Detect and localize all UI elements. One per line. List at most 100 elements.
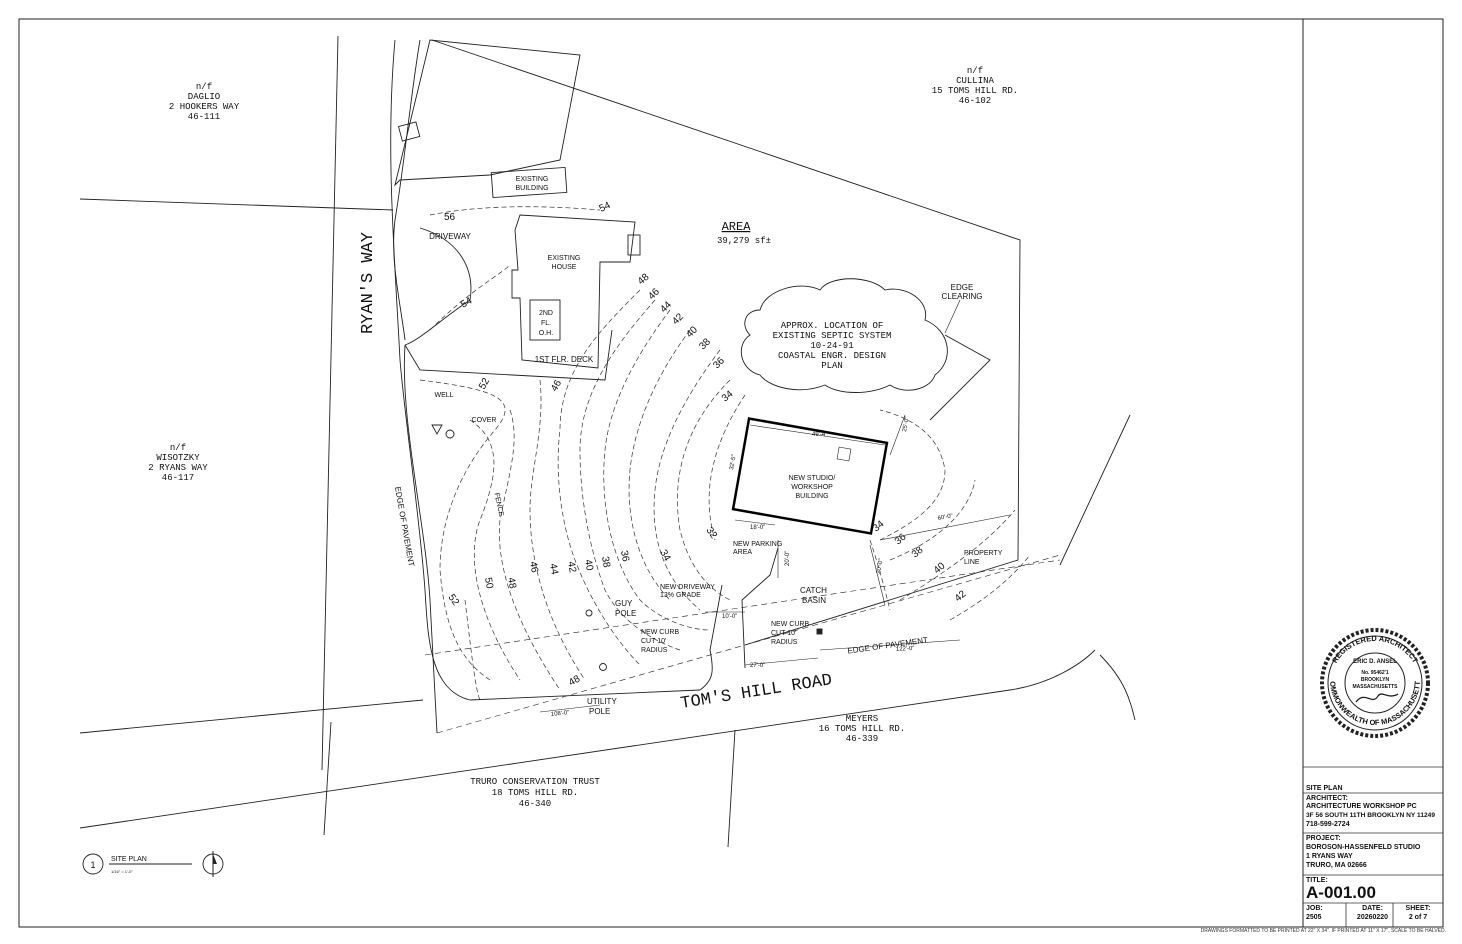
daglio-nf: n/f: [196, 82, 212, 92]
area-value: 39,279 sf±: [717, 236, 771, 246]
cullina-address: 15 TOMS HILL RD.: [932, 86, 1018, 96]
property-line-1: PROPERTY: [964, 550, 1003, 557]
architect-phone: 718-599-2724: [1306, 821, 1350, 828]
edge-clearing-line-1: EDGE: [951, 283, 974, 292]
wisotzky-nf: n/f: [170, 443, 186, 453]
contour-label: 40: [684, 324, 700, 340]
job-label: JOB:: [1306, 905, 1323, 912]
new-studio-line-1: NEW STUDIO/: [789, 475, 836, 482]
new-parking-line-2: AREA: [733, 549, 752, 556]
title-label: TITLE:: [1306, 877, 1328, 884]
septic-line-2: EXISTING SEPTIC SYSTEM: [773, 331, 892, 341]
architect-address: 3F 56 SOUTH 11TH BROOKLYN NY 11249: [1306, 812, 1435, 819]
existing-structures: [394, 39, 641, 381]
septic-cloud: [740, 278, 948, 393]
daglio-parcel: 46-111: [188, 112, 220, 122]
contour-label: 42: [565, 561, 578, 574]
contour-label: 48: [567, 673, 583, 688]
cover-label: COVER: [472, 417, 497, 424]
drawing-scale: 1/16" = 1'-0": [111, 869, 133, 874]
contour-label: 44: [547, 563, 560, 576]
dim-parking-depth: 20'-0": [785, 551, 791, 566]
dimension-labels: 49'-4" 32'-5" 25'-0" 60'-0" 20'-0" 18'-0…: [551, 416, 954, 718]
toms-hill-road-label: TOM'S HILL ROAD: [679, 671, 833, 714]
dim-studio-depth: 32'-5": [729, 454, 738, 470]
sheet-label: SHEET:: [1405, 905, 1431, 912]
sheet-number: A-001.00: [1306, 883, 1376, 902]
contour-label: 46: [646, 286, 662, 302]
dim-studio-width: 49'-4": [812, 432, 827, 438]
drawing-name: SITE PLAN: [111, 856, 147, 863]
truro-parcel: 46-340: [519, 799, 551, 809]
contour-label: 42: [670, 311, 686, 327]
septic-label: APPROX. LOCATION OF EXISTING SEPTIC SYST…: [773, 321, 892, 371]
catch-basin-line-2: BASIN: [802, 596, 826, 605]
drawing-title: 1 SITE PLAN 1/16" = 1'-0": [82, 851, 224, 877]
truro-name: TRURO CONSERVATION TRUST: [470, 777, 600, 787]
wisotzky-name: WISOTZKY: [156, 453, 200, 463]
date-label: DATE:: [1362, 905, 1383, 912]
well-cover-icon: [445, 429, 455, 439]
deck-label: 1ST FLR. DECK: [535, 355, 594, 364]
annotation-labels: NEW PARKING AREA NEW DRIVEWAY 13% GRADE …: [587, 541, 1003, 716]
second-floor-label-3: O.H.: [539, 330, 553, 337]
septic-line-3: 10-24-91: [810, 341, 853, 351]
stamp-state: MASSACHUSETTS: [1352, 684, 1398, 690]
drawing-number: 1: [90, 860, 95, 870]
contour-label: 48: [505, 577, 518, 590]
existing-building-label-2: BUILDING: [515, 185, 548, 192]
second-floor-label-2: FL.: [541, 320, 551, 327]
contour-label: 54: [598, 200, 613, 215]
edge-pavement-right-label: EDGE OF PAVEMENT: [847, 635, 929, 655]
meyers-name: MEYERS: [846, 714, 878, 724]
north-arrow-icon: [202, 851, 224, 877]
curb-left-line-1: NEW CURB: [641, 629, 679, 636]
new-studio-line-2: WORKSHOP: [791, 484, 833, 491]
contour-label: 50: [482, 577, 495, 590]
parcel-lines: [79, 35, 1136, 848]
new-studio-label: NEW STUDIO/ WORKSHOP BUILDING: [789, 475, 836, 500]
contour-label: 48: [636, 271, 652, 287]
edge-clearing-leader: [944, 299, 961, 334]
stamp-name: ERIC D. ANSEL: [1353, 659, 1397, 665]
edge-clearing-label: EDGE CLEARING: [942, 283, 983, 301]
title-block-lines: [1303, 766, 1443, 927]
dim-parking-width: 18'-0": [750, 525, 765, 531]
sheet-value: 2 of 7: [1408, 914, 1428, 921]
contour-label: 52: [477, 376, 492, 392]
curb-right-line-3: RADIUS: [771, 639, 798, 646]
utility-pole-icon: [599, 663, 607, 671]
curb-left-line-2: CUT 10': [641, 638, 666, 645]
job-value: 2505: [1306, 914, 1322, 921]
existing-house-label-2: HOUSE: [552, 264, 577, 271]
edge-clearing-line-2: CLEARING: [942, 292, 983, 301]
contour-label: 36: [711, 355, 727, 371]
second-floor-label-1: 2ND: [539, 310, 553, 317]
septic-line-5: PLAN: [821, 361, 843, 371]
stamp-city: BROOKLYN: [1361, 677, 1390, 683]
contour-label: 34: [657, 548, 672, 564]
new-driveway-line-1: NEW DRIVEWAY: [660, 584, 715, 591]
contour-label: 40: [582, 559, 595, 572]
edge-pavement-left-label: EDGE OF PAVEMENT: [393, 486, 416, 567]
cullina-parcel: 46-102: [959, 96, 991, 106]
contour-labels: 56 54 54 52 52 50 48 48 48 46 46 46 44 4…: [444, 200, 969, 689]
existing-building-label-1: EXISTING: [516, 176, 549, 183]
project-name: BOROSON-HASSENFELD STUDIO: [1306, 844, 1421, 851]
utility-pole-line-2: POLE: [589, 707, 610, 716]
neighbor-labels: n/f DAGLIO 2 HOOKERS WAY 46-111 n/f CULL…: [148, 66, 1018, 809]
property-boundary: [403, 39, 1061, 734]
sheet-border: [18, 18, 1444, 928]
new-parking-line-1: NEW PARKING: [733, 541, 782, 548]
property-line-2: LINE: [964, 559, 980, 566]
dim-road-setback: 20'-0": [876, 558, 885, 574]
architect-name: ARCHITECTURE WORKSHOP PC: [1306, 803, 1417, 810]
print-note: DRAWINGS FORMATTED TO BE PRINTED AT 22" …: [1200, 928, 1446, 934]
project-label: PROJECT:: [1306, 835, 1341, 842]
new-studio-line-3: BUILDING: [795, 493, 828, 500]
fence-label: FENCE: [493, 492, 505, 517]
meyers-parcel: 46-339: [846, 734, 878, 744]
catch-basin-icon: [816, 628, 823, 635]
contour-label: 56: [444, 212, 456, 223]
